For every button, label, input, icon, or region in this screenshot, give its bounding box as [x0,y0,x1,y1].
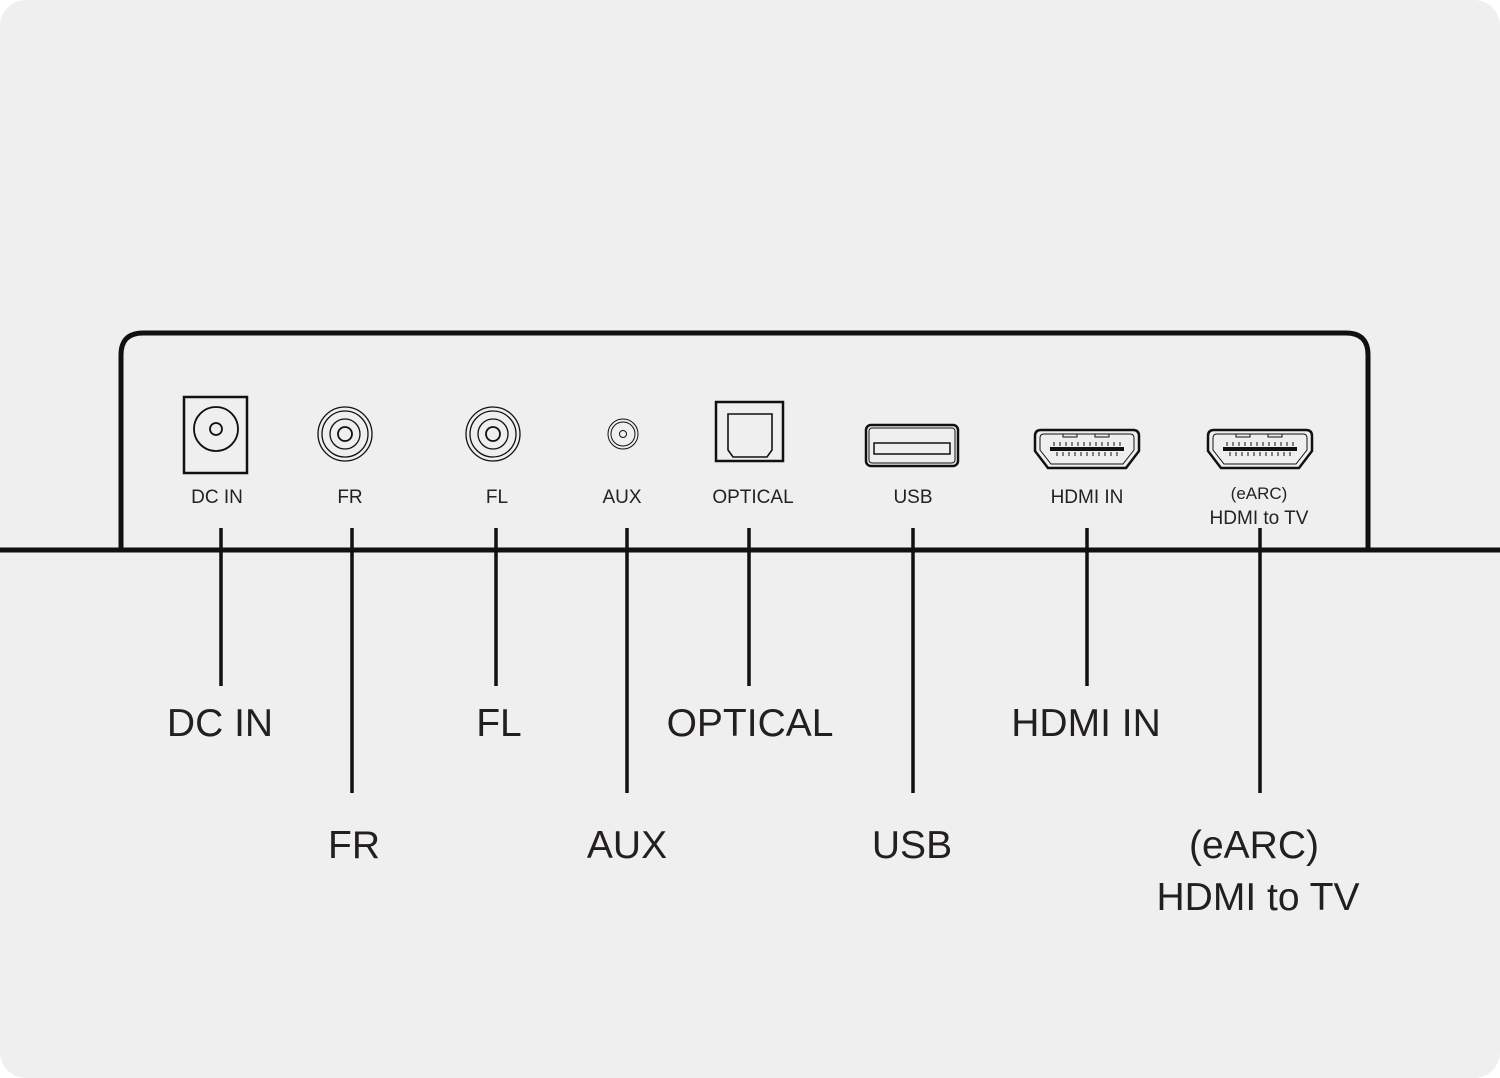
panel-label-dc-in: DC IN [191,487,243,508]
callout-fl: FL [476,702,522,745]
panel-label-fl: FL [486,487,508,508]
panel-label-optical: OPTICAL [712,487,793,508]
callout-earc-line2: HDMI to TV [1157,876,1360,919]
optical-port-icon [714,400,785,463]
callout-optical: OPTICAL [667,702,834,745]
panel-label-earc-line2: HDMI to TV [1210,508,1309,529]
hdmi-port-icon [1033,428,1141,470]
dc-jack-icon [182,395,249,475]
callout-earc-line1: (eARC) [1189,824,1319,867]
aux-jack-icon [607,418,639,450]
callout-usb: USB [872,824,952,867]
panel-label-earc-line1: (eARC) [1231,484,1288,503]
rca-jack-icon [465,406,521,462]
panel-label-usb: USB [893,487,932,508]
callout-dc-in: DC IN [167,702,273,745]
rca-jack-icon [317,406,373,462]
callout-aux: AUX [587,824,667,867]
callout-hdmi-in: HDMI IN [1011,702,1161,745]
device-panel-outline [118,330,1371,550]
hdmi-port-icon [1206,428,1314,470]
panel-label-aux: AUX [602,487,641,508]
usb-port-icon [864,423,960,468]
panel-label-hdmi-in: HDMI IN [1051,487,1124,508]
callout-fr: FR [328,824,380,867]
panel-label-fr: FR [337,487,362,508]
